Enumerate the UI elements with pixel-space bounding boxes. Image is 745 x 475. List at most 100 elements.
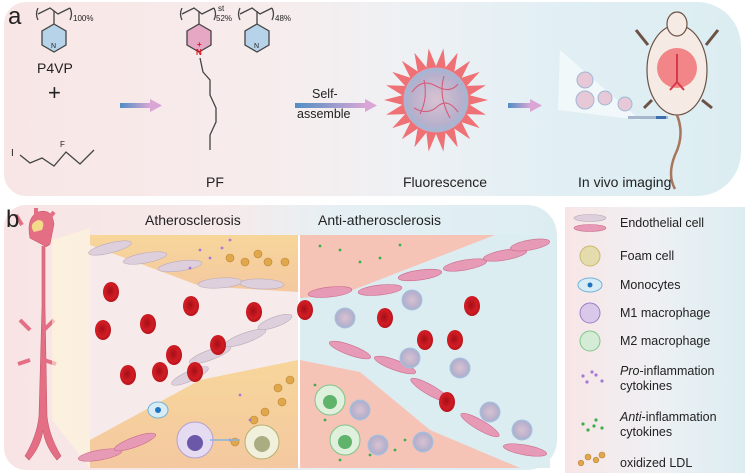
endothelial-cell-pink <box>78 448 122 462</box>
nanoparticle <box>511 419 533 441</box>
red-blood-cell <box>439 392 455 412</box>
pf-subscript-48: 48% <box>275 14 292 23</box>
fluorine-atom: F <box>60 140 65 149</box>
oxidized-ldl-particle <box>260 407 270 417</box>
panel-a-letter: a <box>8 3 22 30</box>
iodine-atom: I <box>11 148 14 159</box>
red-blood-cell <box>210 335 226 355</box>
endothelial-cell-pink <box>460 412 500 438</box>
pf-cation-atom: N <box>196 48 202 57</box>
oxidized-ldl-particle <box>280 257 290 267</box>
pf-structure <box>179 7 275 150</box>
mouse-icon <box>634 11 720 190</box>
endothelial-cell-grey <box>257 313 293 331</box>
monocyte-nucleus <box>155 407 161 413</box>
nanoparticle <box>401 289 423 311</box>
self-assemble-arrow <box>295 99 377 112</box>
oxidized-ldl-icon <box>577 451 606 467</box>
nanoparticle <box>399 347 421 369</box>
legend-m1-macrophage: M1 macrophage <box>620 306 711 320</box>
plus-sign: + <box>48 80 61 105</box>
legend-pro-italic: Pro <box>620 364 640 378</box>
endothelial-cell-pink <box>483 248 527 262</box>
bracket-right <box>69 7 73 21</box>
oxidized-ldl-particle <box>240 257 250 267</box>
p4vp-structure <box>35 7 73 53</box>
anti-inflammation-cytokine <box>393 448 397 452</box>
pro-inflammation-cytokine <box>188 266 192 270</box>
red-blood-cell <box>120 365 136 385</box>
endothelial-cell-pink <box>443 258 487 272</box>
bracket-left <box>35 7 39 21</box>
aorta-icon <box>14 208 62 461</box>
m2-macrophage-nucleus <box>338 435 352 449</box>
red-blood-cell <box>152 362 168 382</box>
endothelial-cell-pink <box>357 284 403 296</box>
pf-label: PF <box>206 174 224 190</box>
pf-ring-atom: N <box>254 43 260 50</box>
p4vp-subscript: 100% <box>73 14 94 23</box>
anti-inflammation-cytokine <box>323 418 327 422</box>
pro-inflammation-cytokine <box>198 248 202 252</box>
nanoparticle <box>449 357 471 379</box>
anti-inflammation-cytokine <box>398 243 402 247</box>
m1-macrophage-nucleus <box>187 435 203 451</box>
pf-subscript-52: 52% <box>216 14 233 23</box>
fluorescent-nanoparticle-icon <box>384 48 488 152</box>
red-blood-cell <box>140 314 156 334</box>
self-assemble-label-2: assemble <box>297 107 351 121</box>
anti-atherosclerosis-title: Anti-atherosclerosis <box>318 212 441 228</box>
pf-st: st <box>218 4 225 13</box>
anti-inflammation-cytokine <box>338 248 342 252</box>
legend-anti-rest: -inflammation <box>641 410 717 424</box>
nanoparticle <box>334 307 356 329</box>
red-blood-cell <box>183 296 199 316</box>
red-blood-cell <box>103 282 119 302</box>
oxidized-ldl-particle <box>225 253 235 263</box>
pf-charge: + <box>197 40 202 49</box>
nanoparticle <box>349 399 371 421</box>
panel-a-background <box>4 2 741 196</box>
red-blood-cell <box>166 345 182 365</box>
foam-cell-icon <box>579 245 601 267</box>
legend-anti-line2: cytokines <box>620 425 673 439</box>
red-blood-cell <box>95 320 111 340</box>
red-blood-cell <box>187 362 203 382</box>
anti-inflammation-cytokine <box>378 256 382 260</box>
anti-inflammation-cytokine <box>338 458 342 462</box>
pro-cytokine-icon <box>581 370 604 384</box>
p4vp-ring-atom: N <box>51 43 57 50</box>
endothelial-cell-pink <box>503 443 547 457</box>
legend-endothelial-cell: Endothelial cell <box>620 216 705 230</box>
atherosclerosis-title: Atherosclerosis <box>145 212 241 228</box>
nanoparticle <box>367 434 389 456</box>
anti-cytokine-icon <box>581 418 604 432</box>
legend-icons <box>573 214 607 467</box>
injection-arrow <box>508 99 542 112</box>
endothelial-cell-pink <box>113 432 157 452</box>
red-blood-cell <box>297 300 313 320</box>
red-blood-cell <box>417 330 433 350</box>
pro-inflammation-cytokine <box>248 418 252 422</box>
oxidized-ldl-particle <box>273 383 283 393</box>
pyridinium-ring-icon <box>186 23 212 53</box>
nanoparticle <box>479 401 501 423</box>
legend-pro-line2: cytokines <box>620 379 673 393</box>
nanoparticle <box>412 431 434 453</box>
pyridine-ring-icon <box>41 23 67 53</box>
oxidized-ldl-particle <box>277 397 287 407</box>
in-vivo-imaging-label: In vivo imaging <box>578 174 672 190</box>
pyridine-ring-icon <box>244 23 270 53</box>
endothelial-cell-pink <box>397 268 443 282</box>
endothelial-cell-pink <box>509 238 551 252</box>
self-assemble-label-1: Self- <box>312 87 338 101</box>
fluorescence-label: Fluorescence <box>403 174 488 190</box>
legend-anti-italic: Anti <box>620 410 642 424</box>
endothelial-cell-pink <box>328 340 372 360</box>
panel-b-letter: b <box>6 206 20 233</box>
m1-macrophage-icon <box>579 302 601 324</box>
p4vp-label: P4VP <box>37 60 73 76</box>
